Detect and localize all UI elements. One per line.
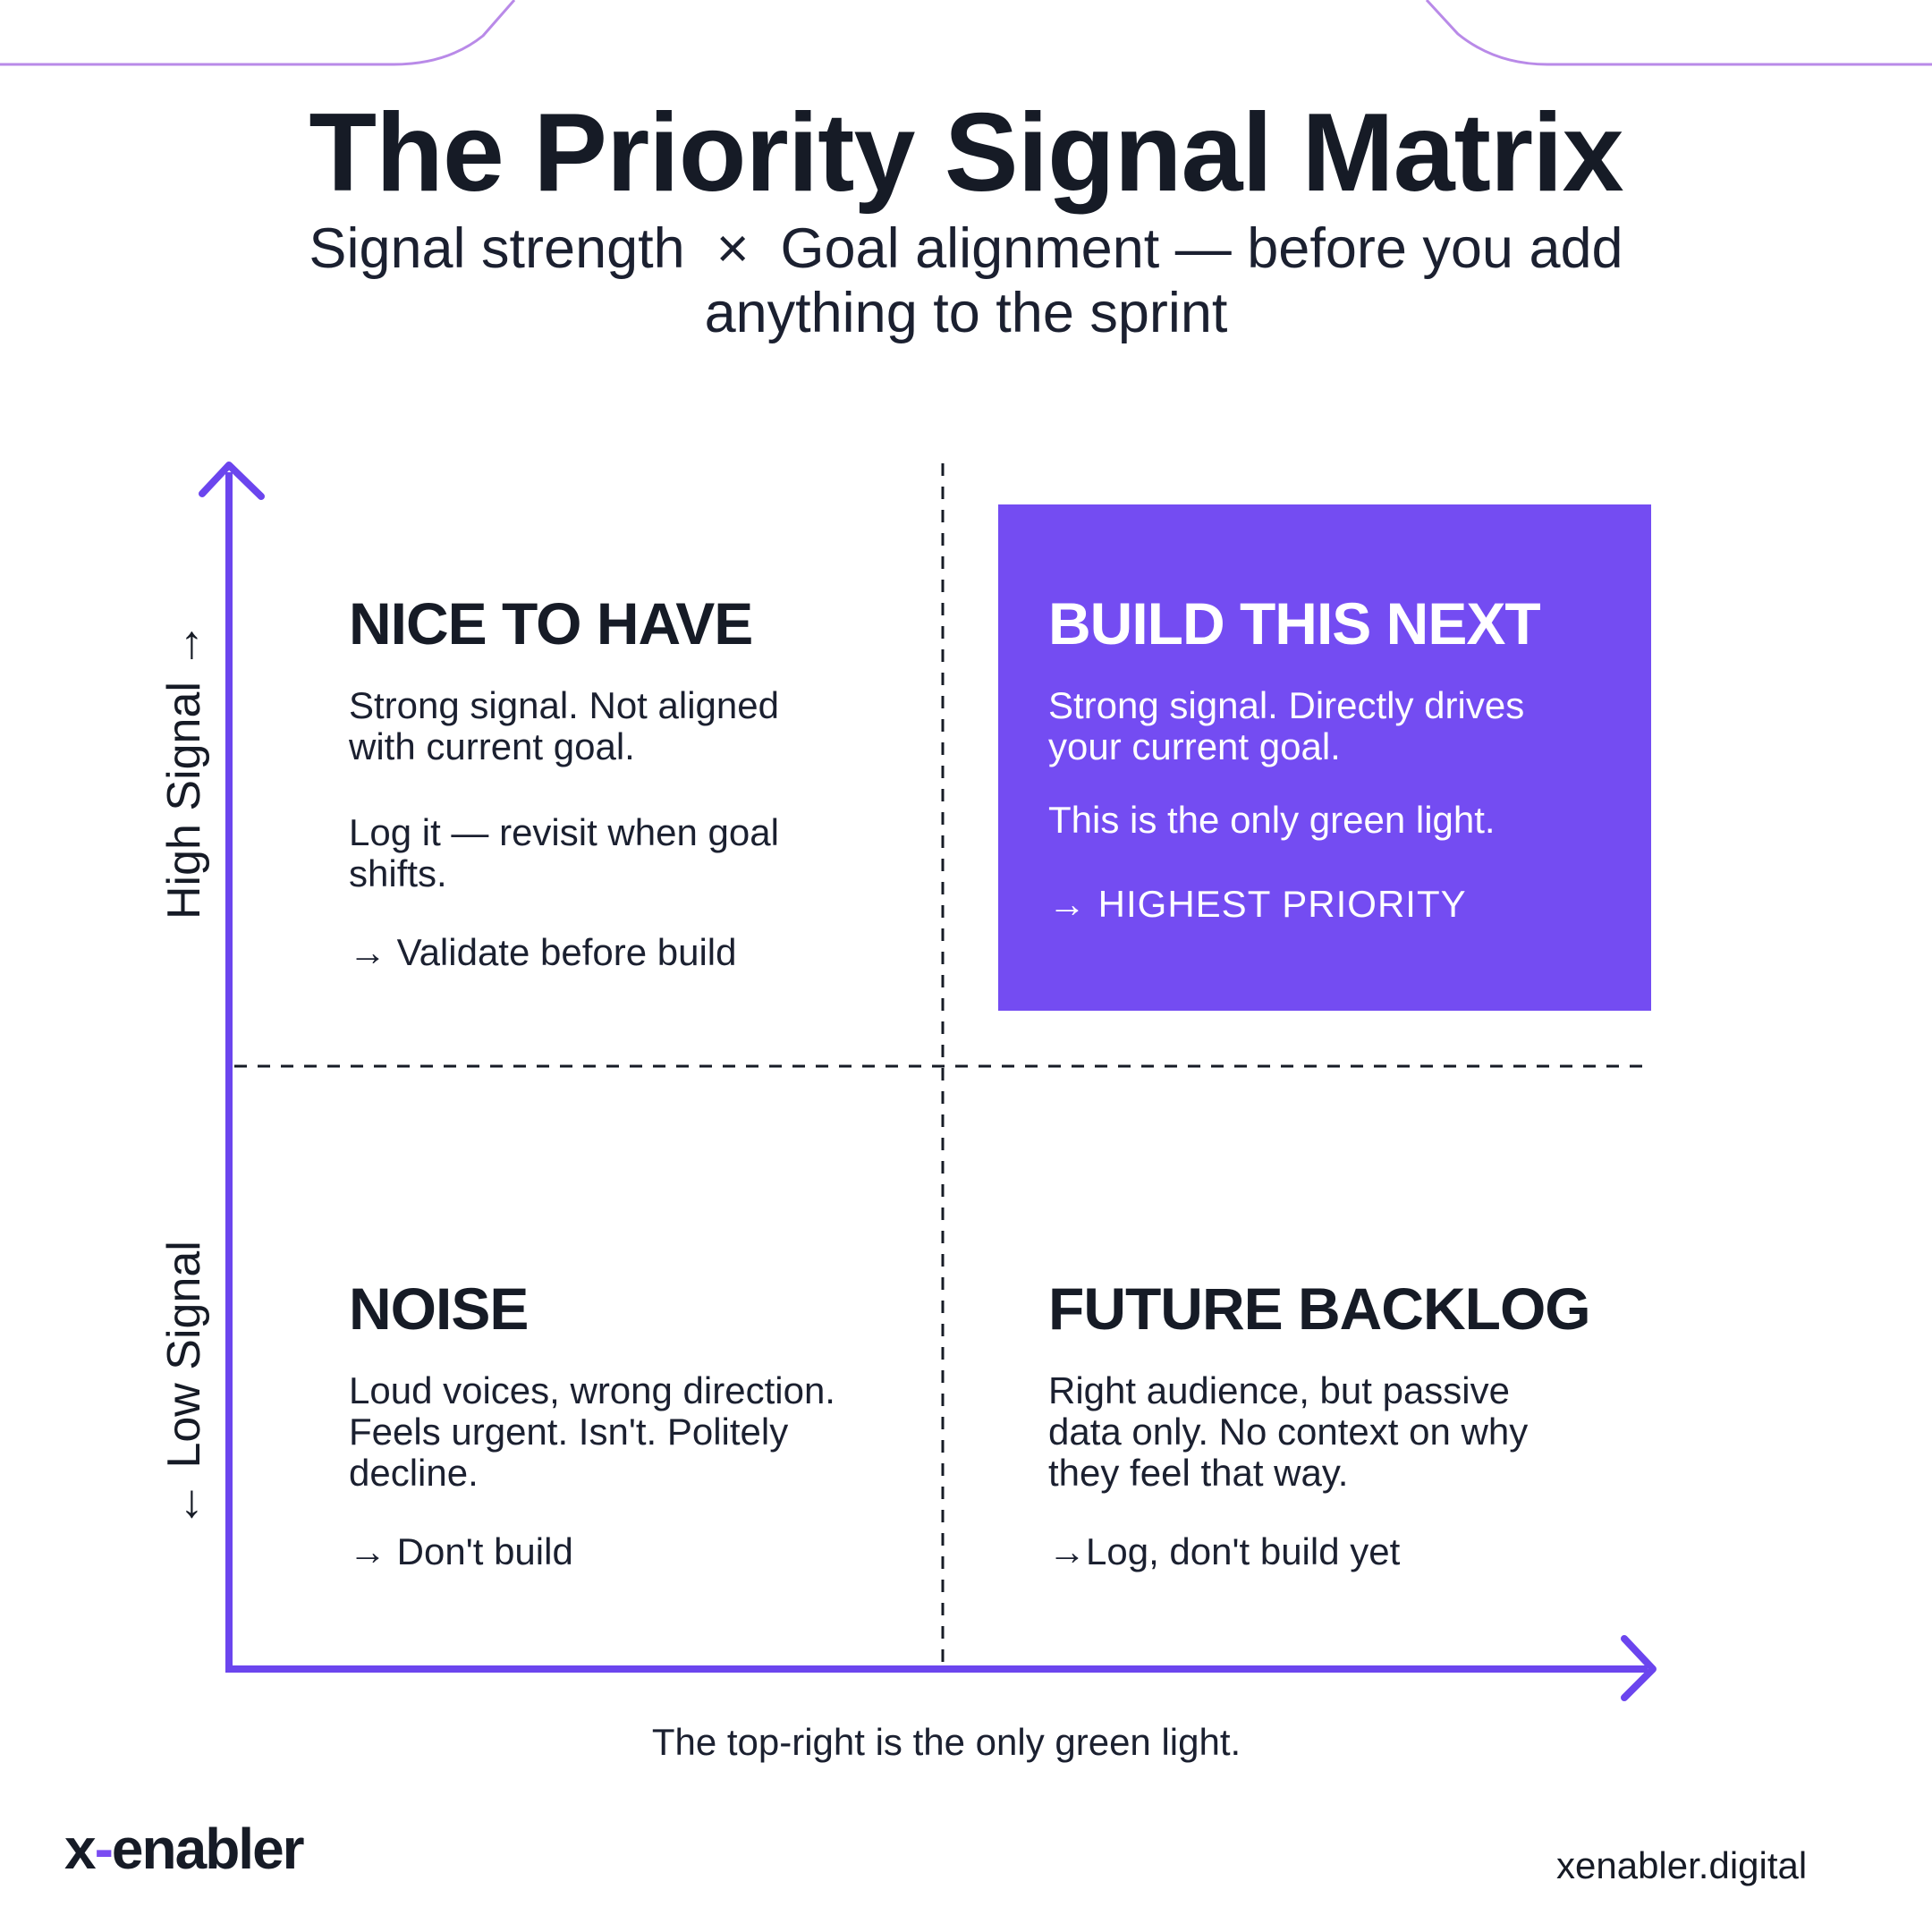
quadrant-title: NOISE	[349, 1275, 529, 1342]
footnote: The top-right is the only green light.	[651, 1721, 1241, 1763]
y-axis-arrowhead	[199, 462, 265, 500]
subtitle-line-2: anything to the sprint	[704, 282, 1228, 344]
quadrant-build-this-next: BUILD THIS NEXT Strong signal. Directly …	[998, 504, 1651, 1011]
quadrant-description: Strong signal. Not aligned with current …	[349, 684, 779, 767]
quadrant-title: FUTURE BACKLOG	[1048, 1275, 1591, 1342]
quadrant-note: Log it — revisit when goal shifts.	[349, 811, 779, 894]
quadrant-description: Loud voices, wrong direction. Feels urge…	[349, 1369, 835, 1494]
brand-logo: x-enabler	[64, 1816, 305, 1882]
quadrant-title: NICE TO HAVE	[349, 590, 753, 657]
quadrant-action: → Validate before build	[349, 931, 737, 973]
x-axis-arrowhead	[1621, 1635, 1657, 1701]
website-url: xenabler.digital	[1556, 1844, 1808, 1886]
quadrant-action: → Don't build	[349, 1530, 573, 1572]
brand-name-dash: -	[94, 1817, 114, 1881]
y-axis-label-high: High Signal →	[158, 622, 210, 919]
quadrant-action: → HIGHEST PRIORITY	[1048, 883, 1467, 925]
quadrant-action: →Log, don't build yet	[1048, 1530, 1401, 1572]
y-axis-label-low: ← Low Signal	[158, 1241, 210, 1528]
quadrant-nice-to-have: NICE TO HAVE Strong signal. Not aligned …	[349, 594, 886, 973]
subtitle-line-1: Signal strength × Goal alignment — befor…	[309, 217, 1623, 280]
quadrant-description: Strong signal. Directly drives your curr…	[1048, 684, 1525, 767]
quadrant-noise: NOISE Loud voices, wrong direction. Feel…	[349, 1279, 903, 1572]
quadrant-description: Right audience, but passive data only. N…	[1048, 1369, 1529, 1494]
page-title: The Priority Signal Matrix	[309, 91, 1623, 215]
brand-name-part1: x	[64, 1817, 97, 1881]
quadrant-title: BUILD THIS NEXT	[1048, 590, 1541, 657]
quadrant-future-backlog: FUTURE BACKLOG Right audience, but passi…	[1048, 1279, 1621, 1572]
brand-name-part2: enabler	[111, 1817, 305, 1881]
page-subtitle: Signal strength × Goal alignment — befor…	[250, 216, 1682, 345]
quadrant-note: This is the only green light.	[1048, 799, 1496, 841]
top-decoration	[0, 0, 1932, 66]
